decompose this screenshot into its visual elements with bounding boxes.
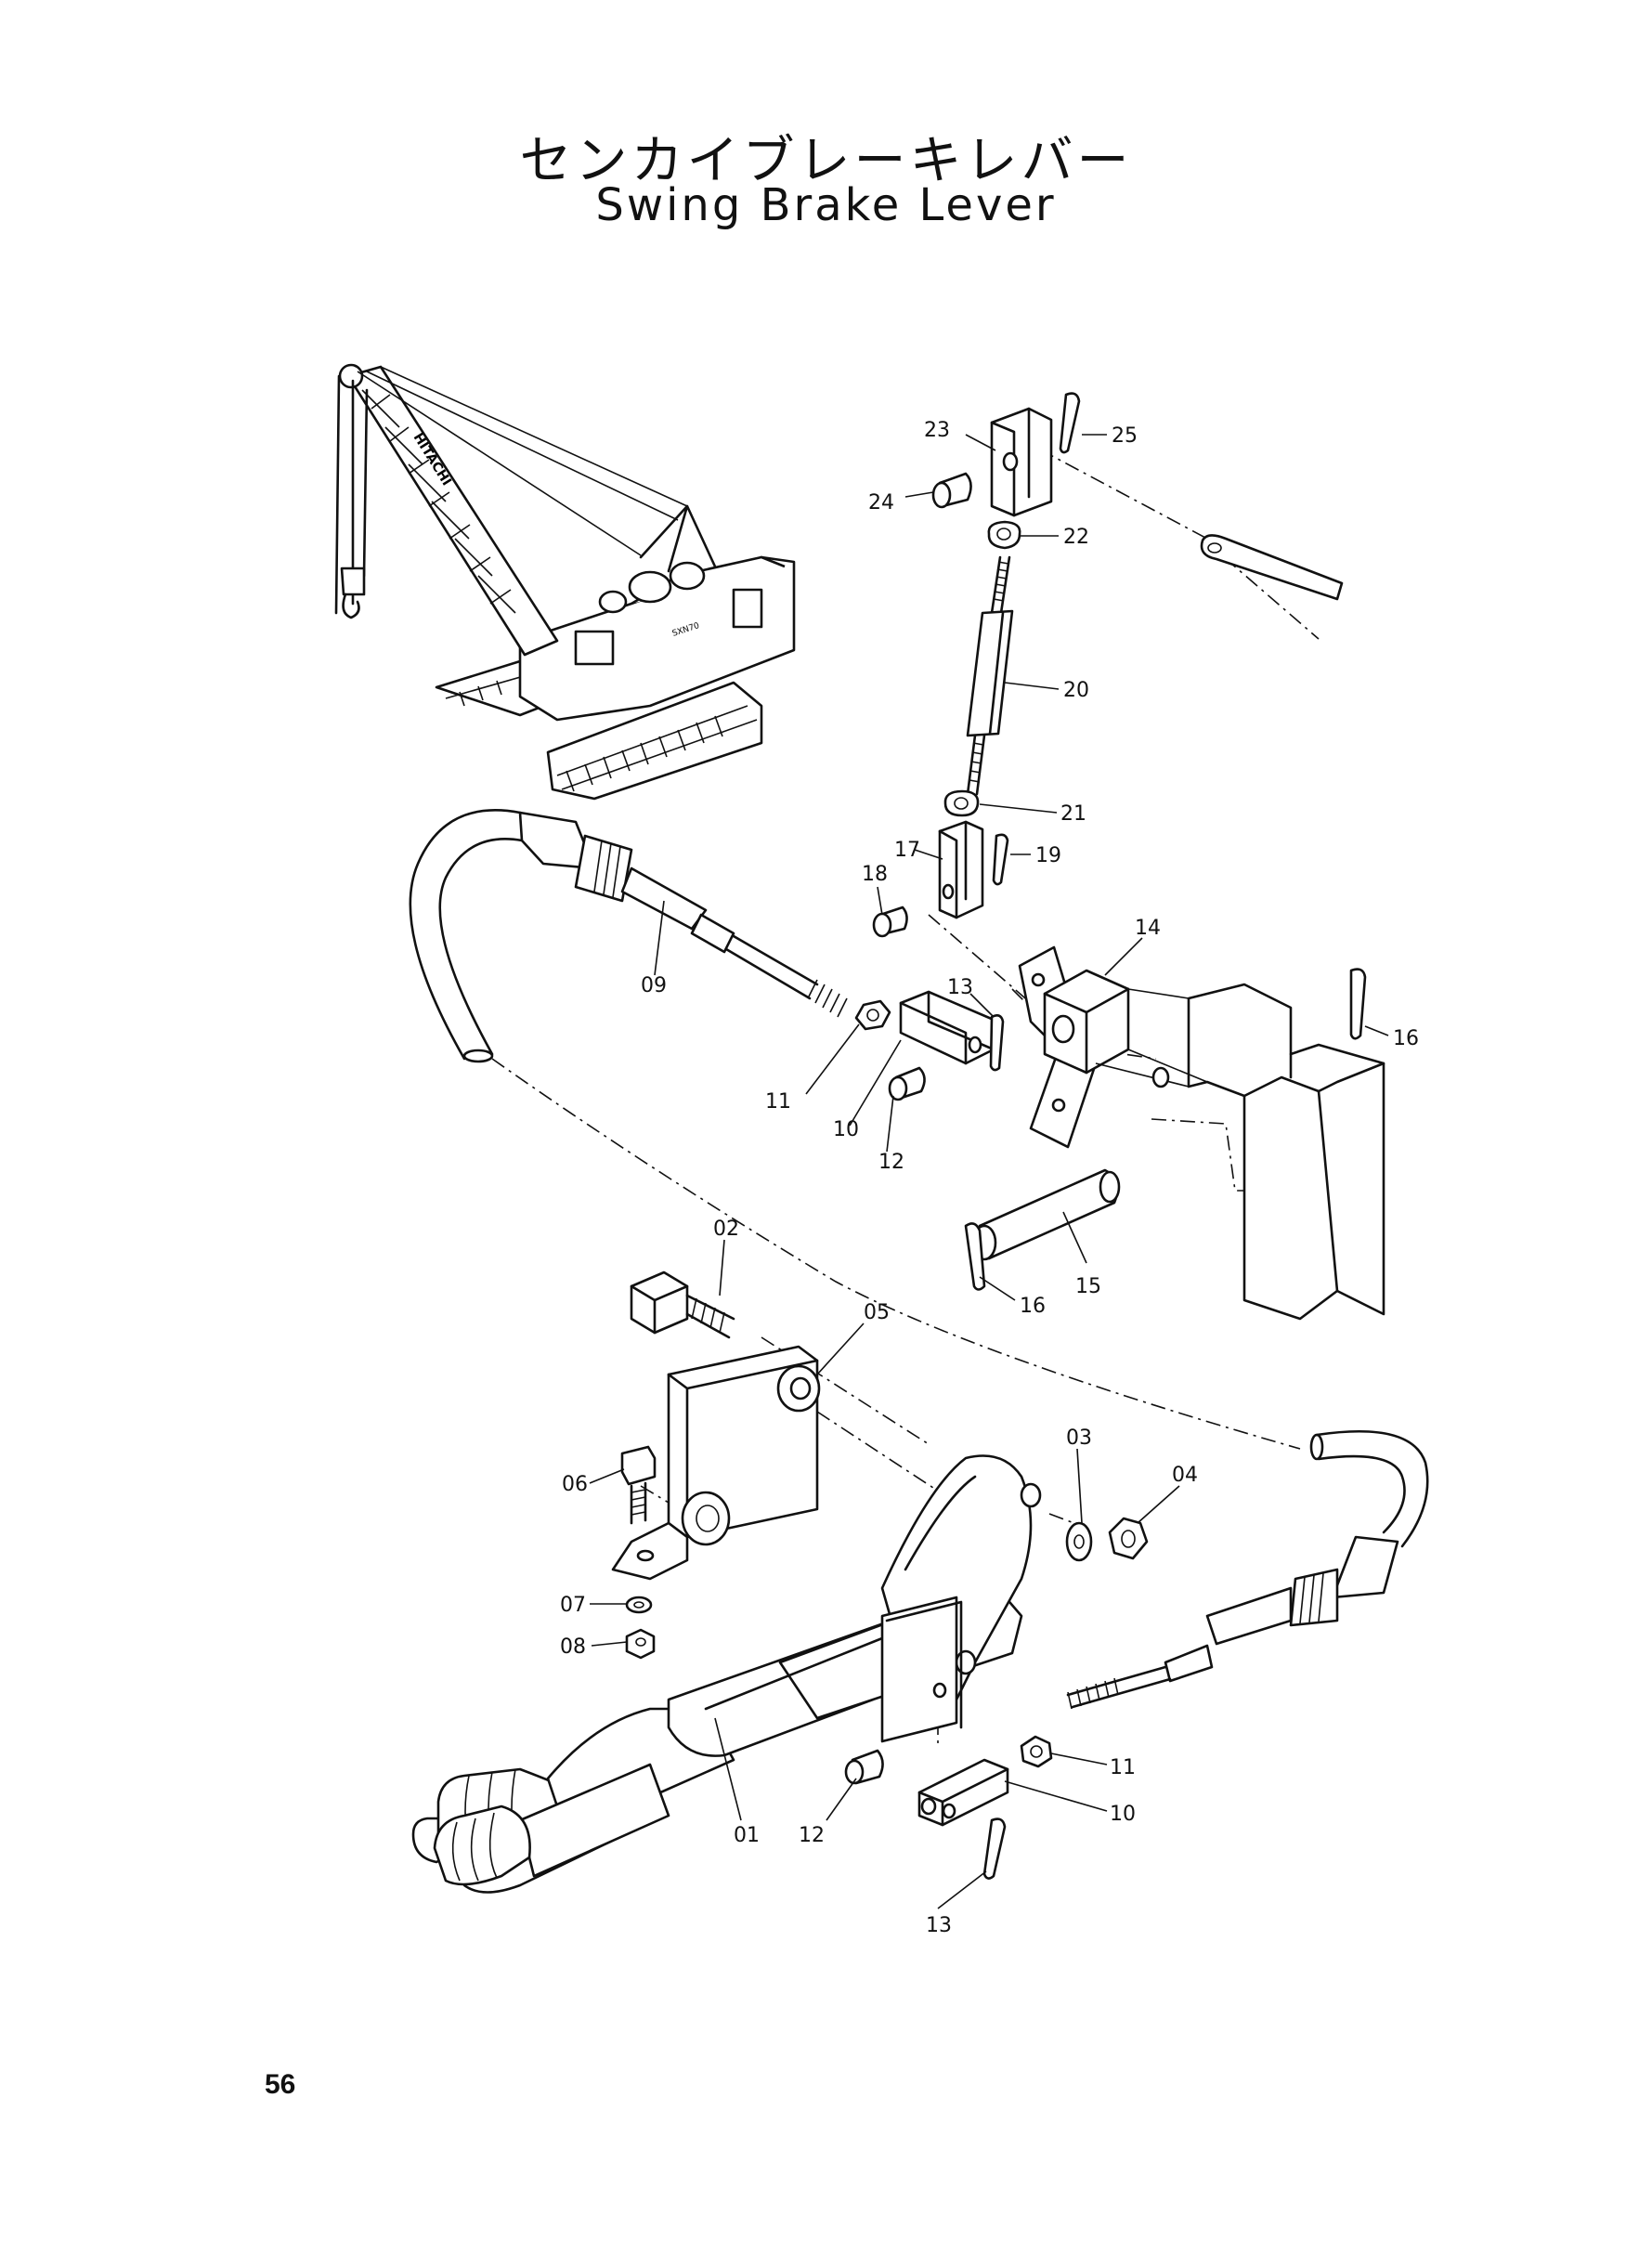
part-label-12-upper: 12 xyxy=(878,1151,904,1174)
part-label-01: 01 xyxy=(734,1824,760,1847)
part-label-11-upper: 11 xyxy=(765,1090,791,1114)
upper-linkage xyxy=(872,392,1344,938)
part-label-18: 18 xyxy=(862,863,888,886)
part-label-07: 07 xyxy=(560,1594,586,1617)
part-label-15: 15 xyxy=(1075,1275,1101,1298)
part-label-23: 23 xyxy=(924,419,950,442)
part-label-20: 20 xyxy=(1063,679,1089,702)
part-label-22: 22 xyxy=(1063,526,1089,549)
part-label-19: 19 xyxy=(1035,844,1061,867)
part-label-16-lower: 16 xyxy=(1020,1295,1046,1318)
title-english: Swing Brake Lever xyxy=(595,179,1057,231)
part-label-13-upper: 13 xyxy=(947,976,973,999)
part-label-14: 14 xyxy=(1135,917,1161,940)
part-label-02: 02 xyxy=(713,1218,739,1241)
part-label-03: 03 xyxy=(1066,1427,1092,1450)
upper-cable xyxy=(409,809,1005,1101)
crawler-crane-illustration: SXN70 HITACHI xyxy=(334,363,796,801)
part-label-25: 25 xyxy=(1112,424,1138,448)
part-label-05: 05 xyxy=(864,1301,890,1324)
part-label-09: 09 xyxy=(641,974,667,997)
part-label-13-lower: 13 xyxy=(926,1914,952,1937)
part-label-10-upper: 10 xyxy=(833,1118,859,1141)
page-number: 56 xyxy=(265,2069,296,2100)
part-label-10-lower: 10 xyxy=(1110,1803,1136,1826)
part-label-08: 08 xyxy=(560,1635,586,1659)
part-label-17: 17 xyxy=(894,839,920,862)
part-label-04: 04 xyxy=(1172,1464,1198,1487)
part-label-21: 21 xyxy=(1060,802,1086,826)
lower-assembly xyxy=(411,1270,1149,1894)
part-label-12-lower: 12 xyxy=(799,1824,825,1847)
part-label-06: 06 xyxy=(562,1473,588,1496)
title-japanese: センカイブレーキレバー xyxy=(519,131,1133,191)
part-label-11-lower: 11 xyxy=(1110,1756,1136,1779)
bracket-assembly xyxy=(964,945,1385,1321)
part-label-24: 24 xyxy=(868,491,894,515)
part-label-16-upper: 16 xyxy=(1393,1027,1419,1050)
lower-cable xyxy=(1066,1429,1429,1710)
part-labels: 23 25 24 22 20 21 17 19 18 14 13 16 09 1… xyxy=(560,419,1419,1937)
leader-lines xyxy=(589,434,1389,1909)
